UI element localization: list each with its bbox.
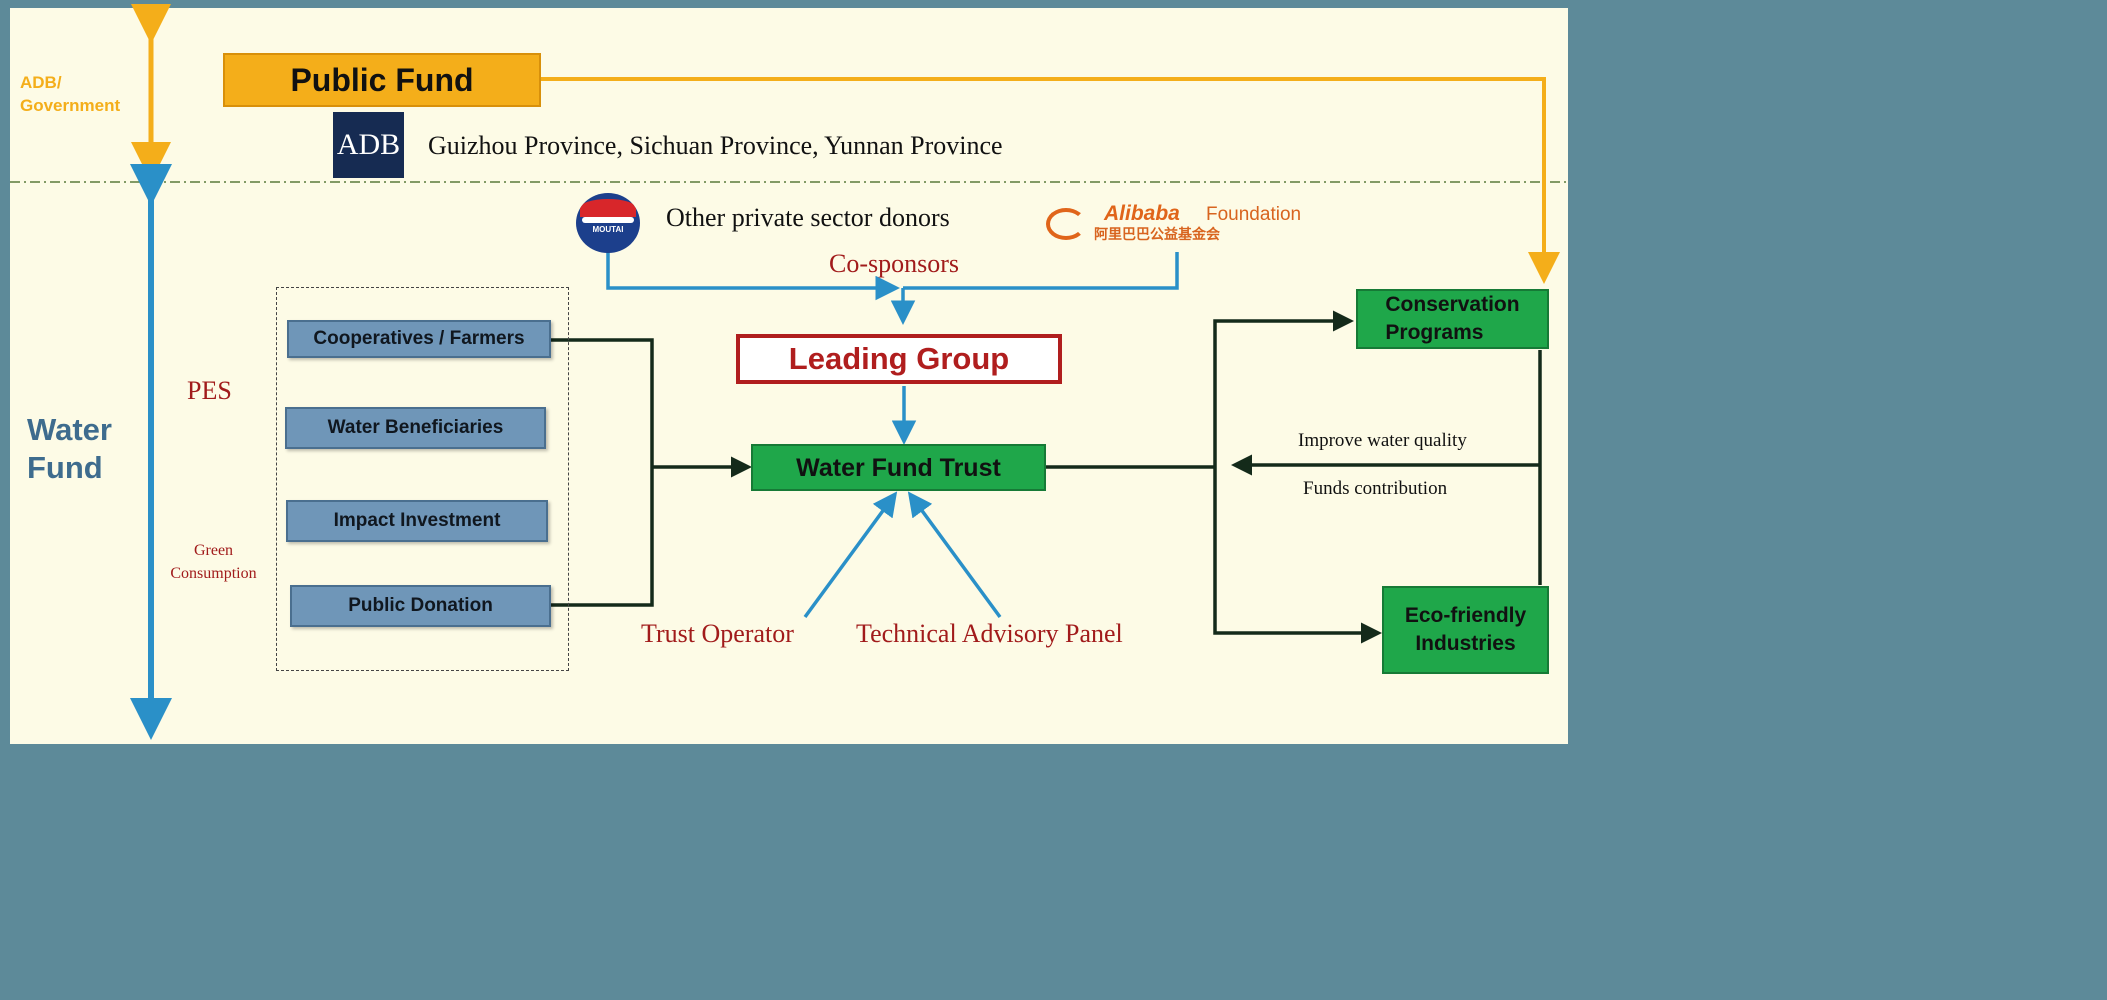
pes-item-label: Cooperatives / Farmers: [313, 328, 525, 349]
moutai-flow-line: [606, 252, 900, 301]
moutai-logo-wave: [582, 217, 634, 223]
alibaba-logo: Alibaba Foundation 阿里巴巴公益基金会: [1046, 202, 1316, 242]
cosponsors-label: Co-sponsors: [829, 249, 960, 278]
technical-advisory-panel-label: Technical Advisory Panel: [856, 619, 1123, 648]
eco-friendly-industries-label: Eco-friendly Industries: [1404, 604, 1527, 655]
conservation-programs-box: Conservation Programs: [1356, 289, 1549, 349]
alibaba-cn-name: 阿里巴巴公益基金会: [1094, 226, 1220, 242]
leading-group-box: Leading Group: [736, 334, 1062, 384]
pes-item-label: Water Beneficiaries: [327, 417, 504, 438]
pes-item-public-donation: Public Donation: [290, 585, 551, 627]
moutai-logo: MOUTAI: [576, 193, 640, 253]
water-fund-label: Water Fund: [27, 412, 112, 485]
to-conservation-arrow: [1213, 310, 1354, 467]
cooperatives-flow-line: [551, 338, 654, 607]
water-fund-trust-label: Water Fund Trust: [796, 453, 1001, 482]
adb-logo-text: ADB: [336, 128, 401, 161]
advisory-arrow: [907, 491, 1002, 619]
green-consumption-label: Green Consumption: [170, 542, 257, 582]
pes-group: [276, 287, 569, 671]
leading-group-label: Leading Group: [788, 341, 1010, 376]
pes-item-cooperatives: Cooperatives / Farmers: [287, 320, 551, 358]
trust-operator-label: Trust Operator: [641, 619, 794, 648]
alibaba-flow-line: [903, 252, 1179, 290]
to-eco-arrow: [1213, 467, 1382, 644]
moutai-logo-arc: [580, 199, 636, 217]
eco-friendly-industries-box: Eco-friendly Industries: [1382, 586, 1549, 674]
pes-item-impact-investment: Impact Investment: [286, 500, 548, 542]
alibaba-smile-icon: [1046, 208, 1086, 240]
operator-arrow: [803, 491, 898, 619]
provinces-text: Guizhou Province, Sichuan Province, Yunn…: [428, 131, 1003, 160]
adb-logo: ADB: [333, 112, 404, 178]
adb-government-label: ADB/ Government: [20, 73, 121, 115]
alibaba-name: Alibaba: [1104, 202, 1180, 225]
improve-water-quality-label: Improve water quality: [1298, 430, 1467, 451]
conservation-programs-label: Conservation Programs: [1385, 293, 1520, 344]
diagram-connectors: [10, 4, 1568, 740]
pes-item-water-beneficiaries: Water Beneficiaries: [285, 407, 546, 449]
funds-contribution-label: Funds contribution: [1303, 478, 1448, 499]
other-donors-text: Other private sector donors: [666, 203, 950, 232]
alibaba-foundation-word: Foundation: [1206, 204, 1302, 225]
pes-item-label: Impact Investment: [333, 510, 501, 531]
public-fund-box: Public Fund: [223, 53, 541, 107]
pes-label: PES: [187, 376, 232, 405]
moutai-logo-text: MOUTAI: [592, 225, 624, 234]
water-fund-trust-box: Water Fund Trust: [751, 444, 1046, 491]
public-fund-title: Public Fund: [290, 61, 474, 98]
pes-item-label: Public Donation: [348, 595, 493, 616]
public-fund-flow-arrow: [541, 77, 1560, 284]
